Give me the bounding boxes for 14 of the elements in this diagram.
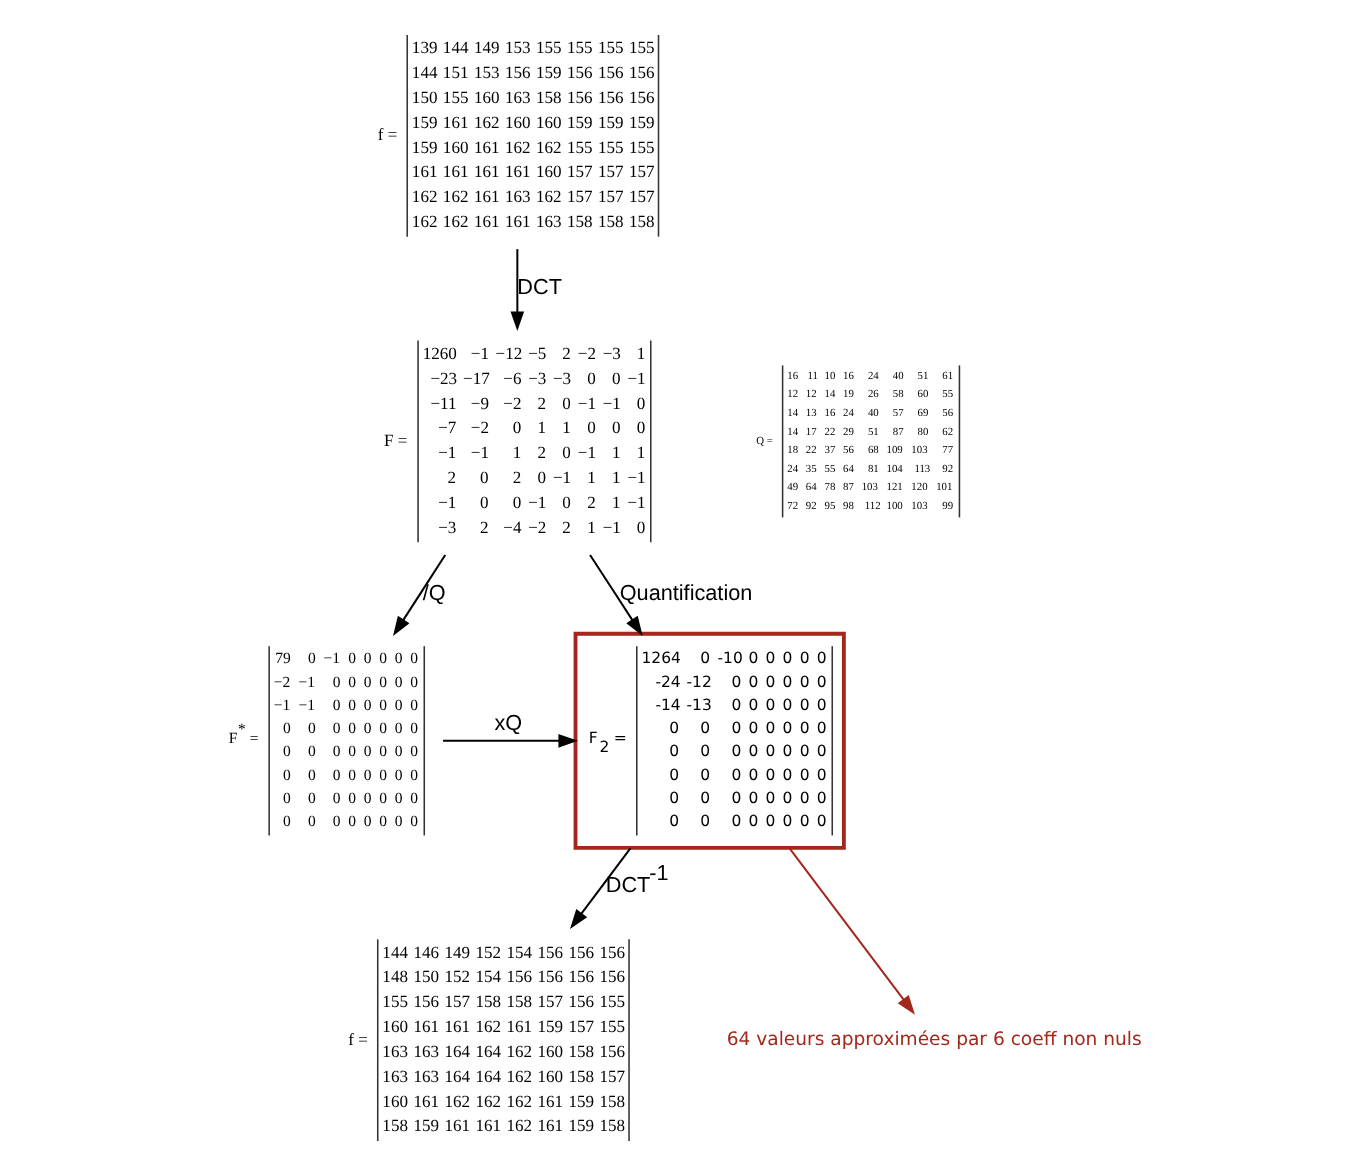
edge-label: DCT (517, 276, 562, 301)
node-text: 64 valeurs approximées par 6 coeff non nuls (726, 1028, 1142, 1051)
node-text: f = 144 146 149 152 154 156 156 156 148 150 152 154 156 156 156 156 155 156 157 158 158 157 156 155 160 161 161 162 161 159 157 155 163 163 164 164 162 160 158 156 163 163 164 164 162 160 158 157 160 161 162 162 162 161 159 158 158 159 161 161 162 161 159 158 (348, 941, 626, 1136)
edge-label: xQ (494, 712, 523, 737)
arrow (393, 554, 447, 636)
edge-label: /Q (422, 581, 446, 606)
arrow (510, 249, 525, 332)
arrow (788, 847, 915, 1015)
node-text: f = 139 144 149 153 155 155 155 155 144 151 153 156 159 156 156 156 150 155 160 163 158 156 156 156 159 161 162 160 160 159 159 159 159 160 161 162 162 155 155 155 161 161 161 161 160 157 157 157 162 162 161 163 162 157 157 157 162 162 161 161 163 158 158 158 (377, 37, 655, 232)
edge-label: Quantification (619, 581, 753, 606)
arrow (443, 733, 578, 748)
arrow (589, 554, 643, 636)
arrow (570, 847, 632, 929)
node-text: F = 1260 −1 −12 −5 2 −2 −3 1 −23 −17 −6 −3 −3 0 0 −1 −11 −9 −2 2 0 −1 −1 0 −7 −2 0 1 1 0 0 0 −1 −1 1 2 0 −1 1 1 2 0 2 0 −1 1 1 −1 −1 0 0 −1 0 2 1 −1 −3 2 −4 −2 2 1 −1 0 (383, 342, 646, 537)
